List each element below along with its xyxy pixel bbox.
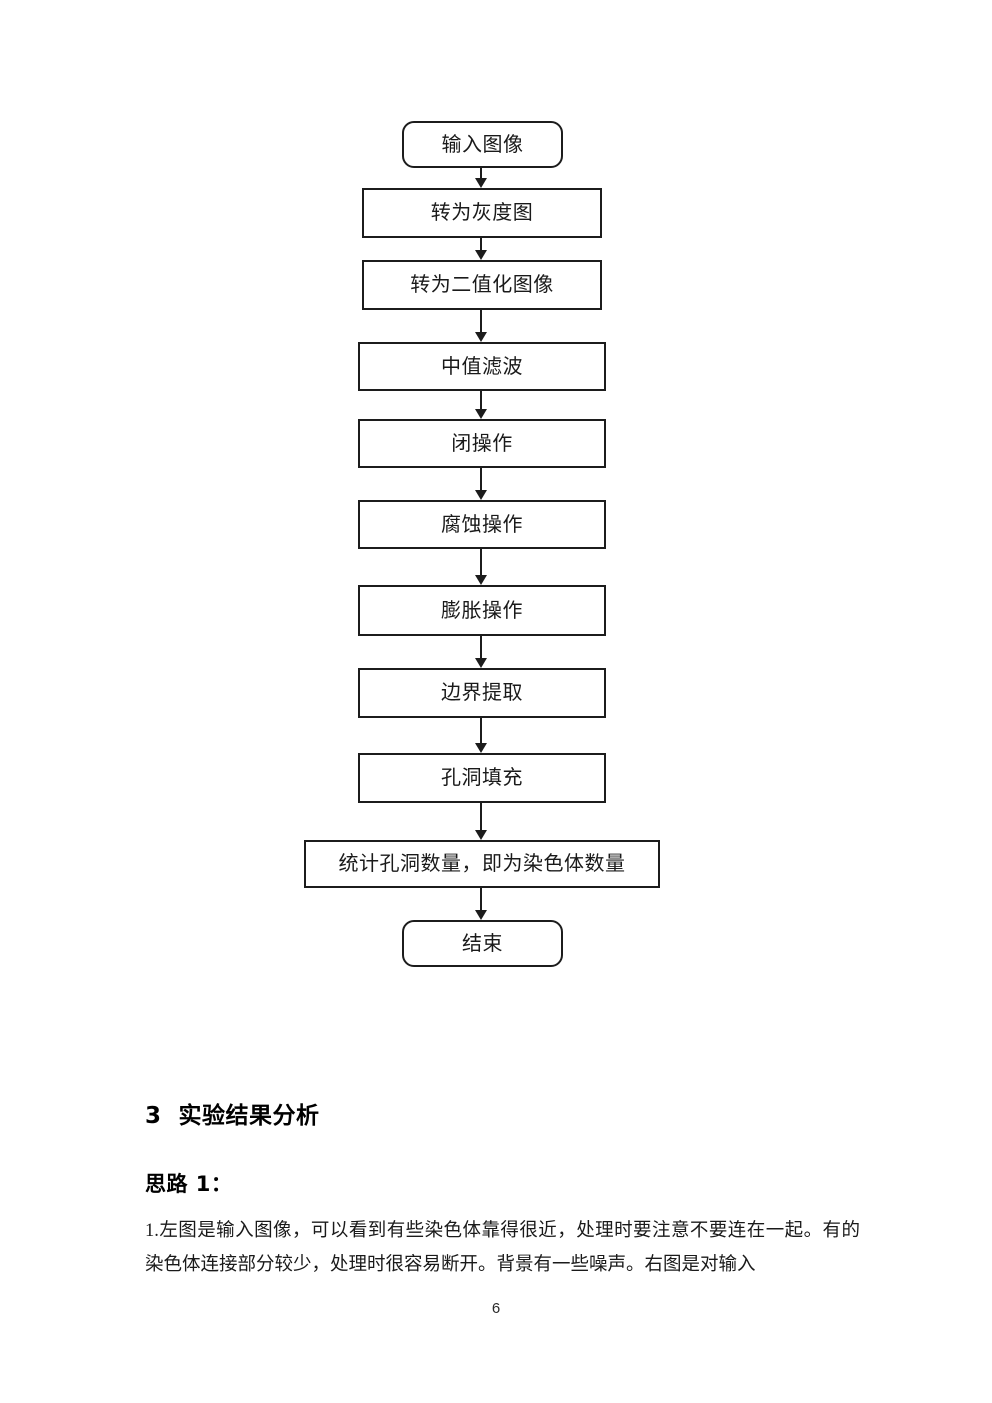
connector-line-input-image-to-to-grayscale [480, 168, 482, 178]
subsection-title: 思路 1： [145, 1172, 233, 1196]
flowchart-node-label: 输入图像 [441, 133, 524, 156]
connector-line-count-holes-to-end [480, 888, 482, 910]
connector-line-hole-filling-to-count-holes [480, 803, 482, 830]
body-paragraph-block: 1.左图是输入图像，可以看到有些染色体靠得很近，处理时要注意不要连在一起。有的染… [145, 1214, 860, 1282]
flowchart-node-label: 转为二值化图像 [410, 274, 554, 296]
flowchart-node-dilation: 膨胀操作 [358, 585, 606, 636]
flowchart-node-input-image: 输入图像 [402, 121, 563, 168]
flowchart-node-erosion: 腐蚀操作 [358, 500, 606, 549]
flowchart-node-label: 中值滤波 [441, 355, 523, 378]
flowchart-node-median-filter: 中值滤波 [358, 342, 606, 391]
arrow-head-icon-to-grayscale-to-to-binary [475, 250, 487, 260]
flowchart-node-hole-filling: 孔洞填充 [358, 753, 606, 803]
section-subheading-block: 思路 1： [145, 1168, 860, 1198]
flowchart-node-closing: 闭操作 [358, 419, 606, 468]
arrow-head-icon-hole-filling-to-count-holes [475, 830, 487, 840]
page-title: 3 实验结果分析 [145, 1103, 320, 1129]
flowchart-node-to-grayscale: 转为灰度图 [362, 188, 602, 238]
flowchart-node-boundary-extract: 边界提取 [358, 668, 606, 718]
connector-line-boundary-extract-to-hole-filling [480, 718, 482, 743]
connector-line-to-grayscale-to-to-binary [480, 238, 482, 250]
connector-line-erosion-to-dilation [480, 549, 482, 575]
section-heading-block: 3 实验结果分析 [145, 1096, 860, 1130]
connector-line-closing-to-erosion [480, 468, 482, 490]
flowchart-node-label: 边界提取 [441, 682, 523, 704]
arrow-head-icon-closing-to-erosion [475, 490, 487, 500]
flowchart-node-label: 结束 [462, 932, 503, 955]
connector-line-dilation-to-boundary-extract [480, 636, 482, 658]
arrow-head-icon-boundary-extract-to-hole-filling [475, 743, 487, 753]
flowchart-node-to-binary: 转为二值化图像 [362, 260, 602, 310]
arrow-head-icon-median-filter-to-closing [475, 409, 487, 419]
flowchart-node-label: 统计孔洞数量，即为染色体数量 [338, 853, 626, 875]
flowchart-node-label: 腐蚀操作 [441, 513, 523, 536]
flowchart-node-end: 结束 [402, 920, 563, 967]
page-number: 6 [491, 1300, 501, 1317]
flowchart-node-count-holes: 统计孔洞数量，即为染色体数量 [304, 840, 660, 888]
connector-line-to-binary-to-median-filter [480, 310, 482, 332]
flowchart-node-label: 膨胀操作 [441, 599, 523, 622]
flowchart-node-label: 转为灰度图 [430, 202, 534, 224]
arrow-head-icon-count-holes-to-end [475, 910, 487, 920]
arrow-head-icon-erosion-to-dilation [475, 575, 487, 585]
arrow-head-icon-to-binary-to-median-filter [475, 332, 487, 342]
body-paragraph: 1.左图是输入图像，可以看到有些染色体靠得很近，处理时要注意不要连在一起。有的染… [145, 1221, 860, 1275]
flowchart-diagram: 输入图像转为灰度图转为二值化图像中值滤波闭操作腐蚀操作膨胀操作边界提取孔洞填充统… [304, 121, 660, 967]
connector-line-median-filter-to-closing [480, 391, 482, 409]
arrow-head-icon-input-image-to-to-grayscale [475, 178, 487, 188]
flowchart-node-label: 孔洞填充 [441, 767, 523, 789]
flowchart-node-label: 闭操作 [451, 432, 513, 455]
arrow-head-icon-dilation-to-boundary-extract [475, 658, 487, 668]
